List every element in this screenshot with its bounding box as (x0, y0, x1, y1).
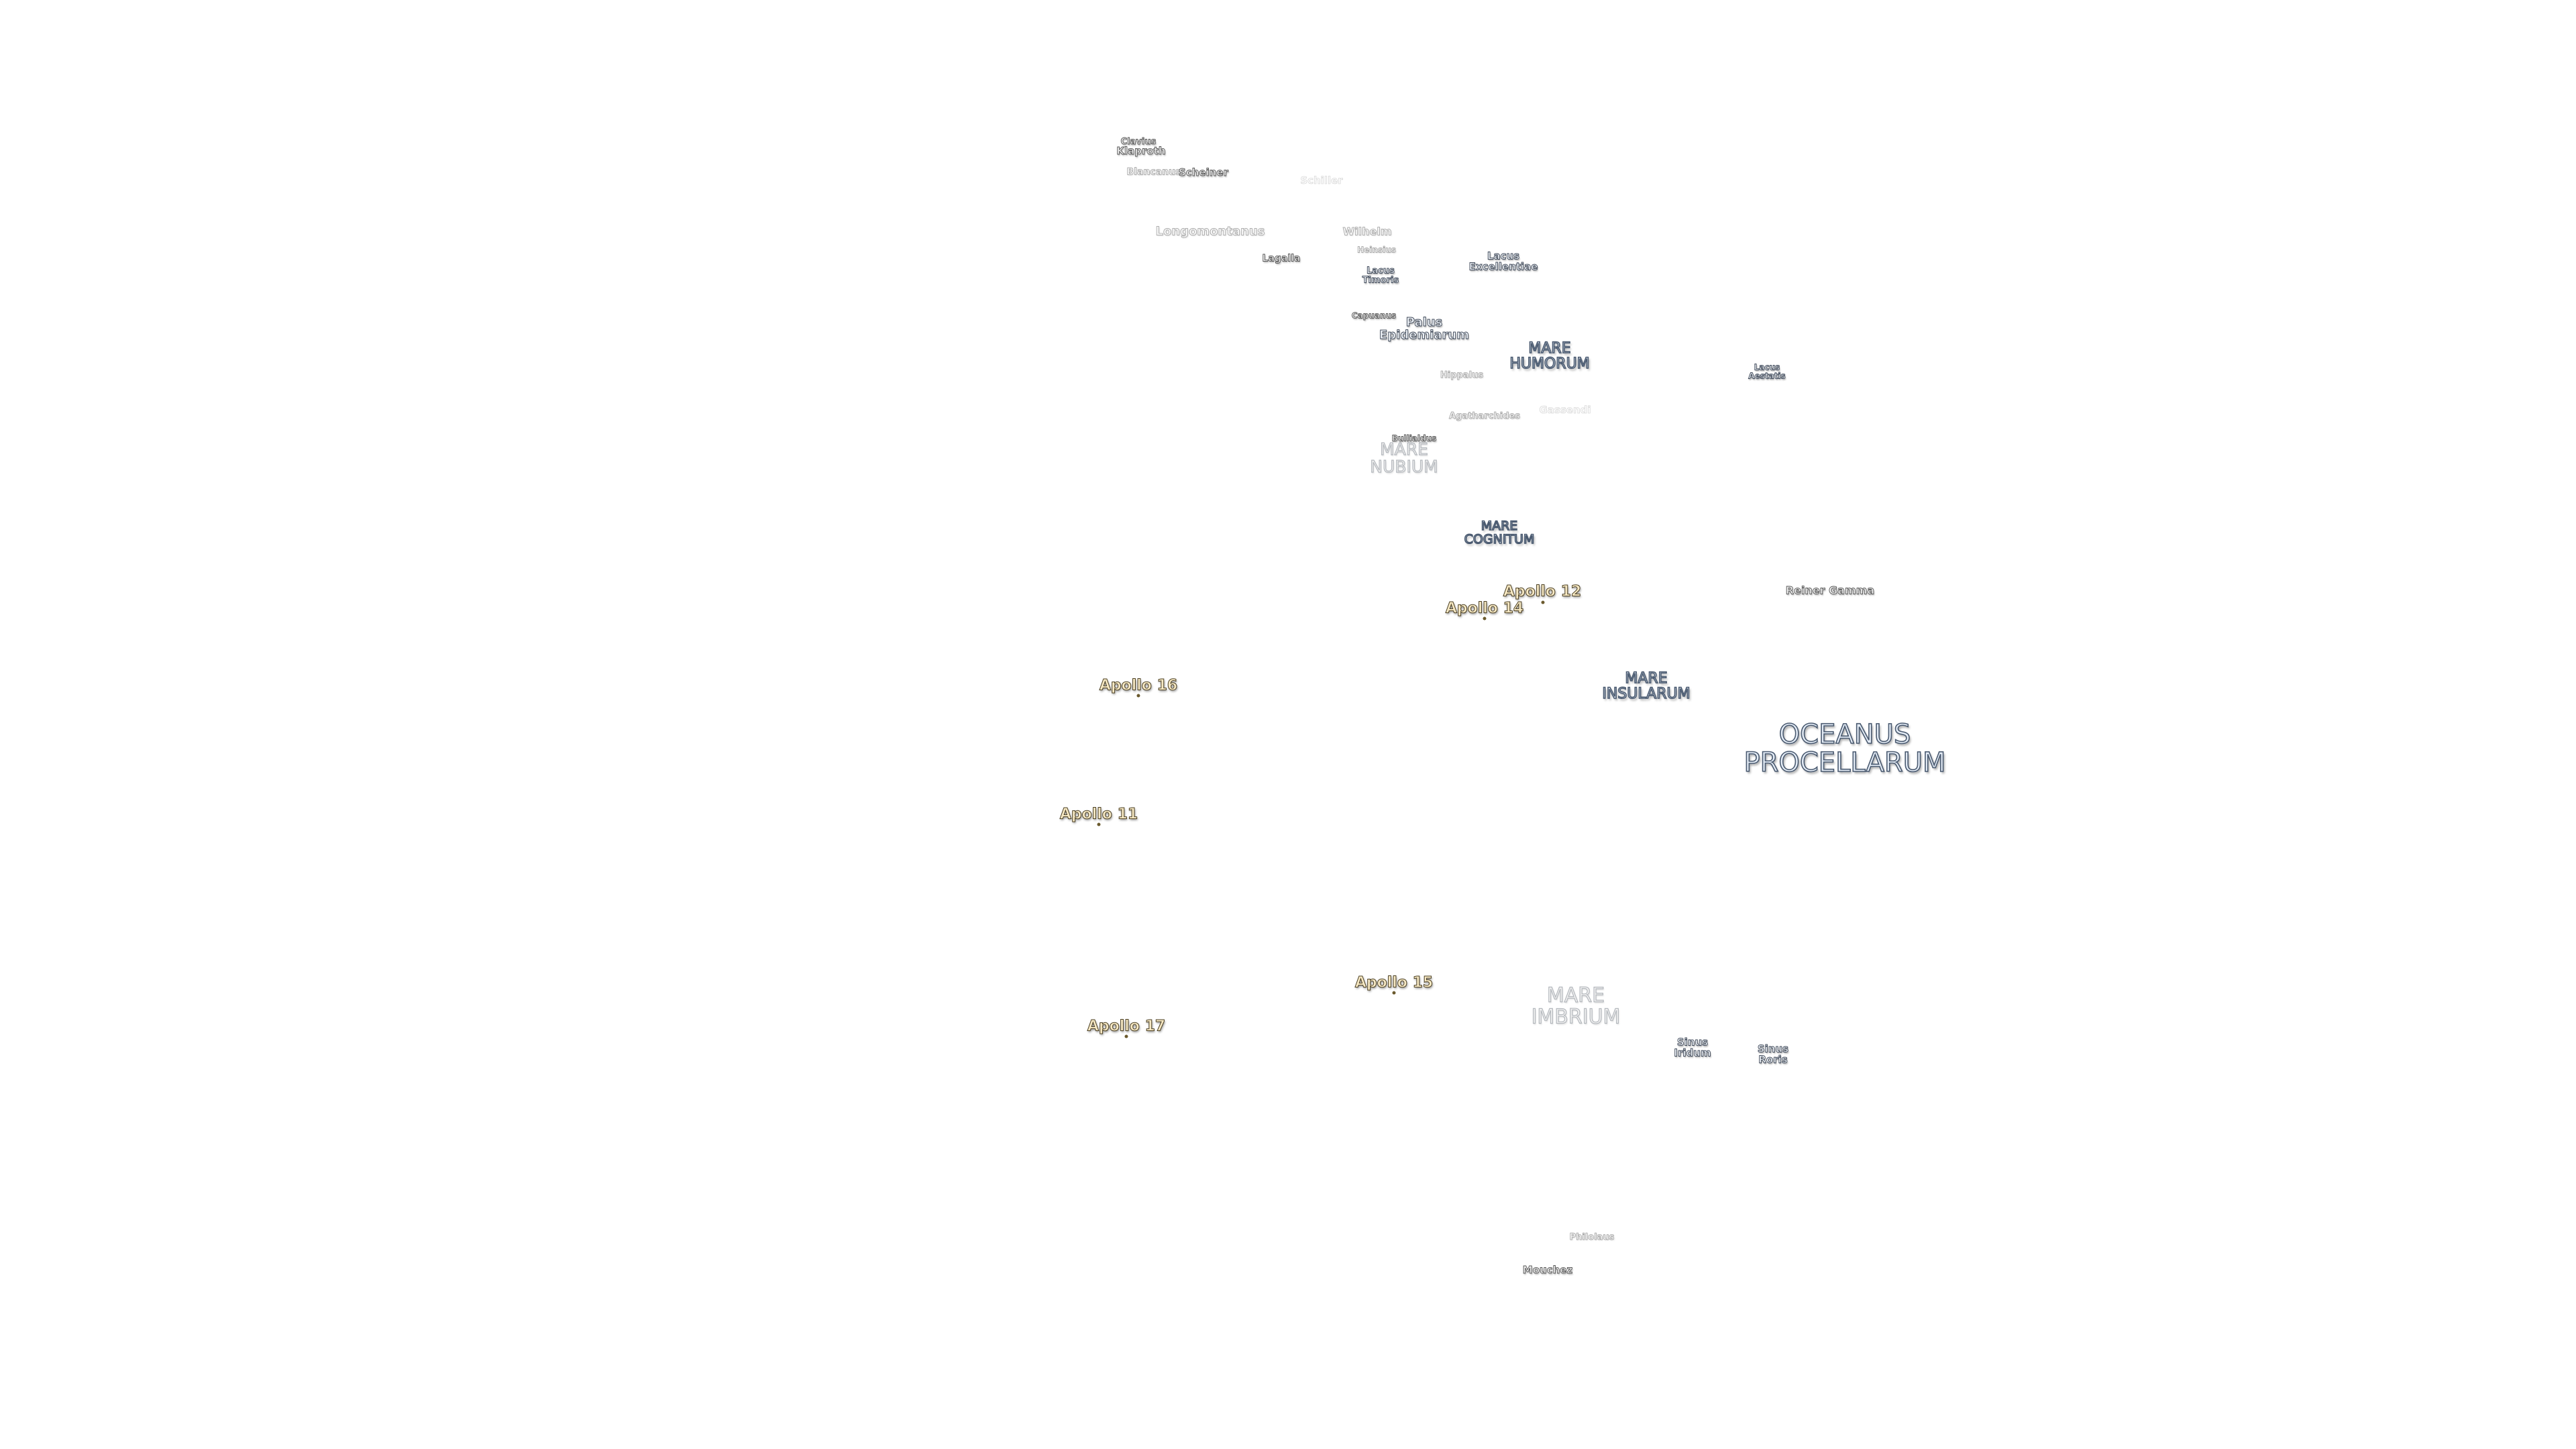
label-crater-capuanus: Capuanus (1351, 311, 1397, 321)
label-apollo-11[interactable]: Apollo 11 (1059, 806, 1138, 823)
label-crater-lagalla: Lagalla (1262, 253, 1301, 264)
label-crater-agatharchides: Agatharchides (1448, 411, 1521, 422)
apollo-15-marker[interactable] (1392, 991, 1396, 995)
apollo-14-marker[interactable] (1483, 616, 1487, 621)
label-crater-philolaus: Philolaus (1569, 1232, 1615, 1243)
label-crater-wilhelm: Wilhelm (1342, 225, 1392, 238)
apollo-11-marker[interactable] (1097, 822, 1101, 826)
label-mare-cognitum: MARE COGNITUM (1464, 519, 1535, 547)
label-mare-nubium: MARE NUBIUM (1370, 439, 1439, 476)
label-crater-scheiner: Scheiner (1179, 166, 1229, 179)
label-mare-insularum: MARE INSULARUM (1602, 669, 1691, 702)
label-lacus-timoris: Lacus Timoris (1362, 266, 1399, 285)
label-crater-small-1 (1256, 268, 1296, 270)
label-apollo-17[interactable]: Apollo 17 (1087, 1018, 1166, 1035)
label-apollo-12[interactable]: Apollo 12 (1503, 583, 1582, 600)
label-crater-clavius: Clavius (1120, 137, 1157, 148)
label-crater-mouchez: Mouchez (1522, 1264, 1573, 1277)
label-apollo-15[interactable]: Apollo 15 (1354, 974, 1434, 991)
label-palus-epidemiarum: Palus Epidemiarum (1379, 315, 1470, 342)
label-crater-bullialdus: Bullialdus (1391, 433, 1437, 443)
apollo-12-marker[interactable] (1541, 600, 1545, 604)
label-mare-humorum: MARE HUMORUM (1509, 339, 1591, 372)
label-lacus-aestatis: Lacus Aestatis (1748, 362, 1786, 380)
label-crater-schiller: Schiller (1300, 174, 1343, 187)
label-lacus-excellentiae: Lacus Excellentiae (1468, 250, 1538, 272)
label-sinus-roris: Sinus Roris (1757, 1042, 1789, 1065)
label-crater-gassendi: Gassendi (1539, 404, 1591, 417)
apollo-17-marker[interactable] (1124, 1034, 1128, 1038)
label-apollo-16[interactable]: Apollo 16 (1099, 677, 1178, 694)
apollo-16-marker[interactable] (1136, 694, 1140, 698)
label-crater-hippalus: Hippalus (1440, 370, 1484, 381)
label-crater-reiner-gamma: Reiner Gamma (1785, 584, 1875, 597)
label-apollo-14[interactable]: Apollo 14 (1445, 600, 1524, 617)
label-crater-blancanus: Blancanus (1126, 166, 1181, 178)
label-crater-heinsius: Heinsius (1357, 245, 1396, 255)
label-mare-imbrium: MARE IMBRIUM (1531, 983, 1621, 1028)
label-crater-klaproth: Klaproth (1116, 145, 1166, 158)
label-crater-longomontanus: Longomontanus (1155, 224, 1265, 239)
label-oceanus-procellarum: OCEANUS PROCELLARUM (1743, 719, 1947, 778)
label-sinus-iridum: Sinus Iridum (1674, 1036, 1711, 1059)
